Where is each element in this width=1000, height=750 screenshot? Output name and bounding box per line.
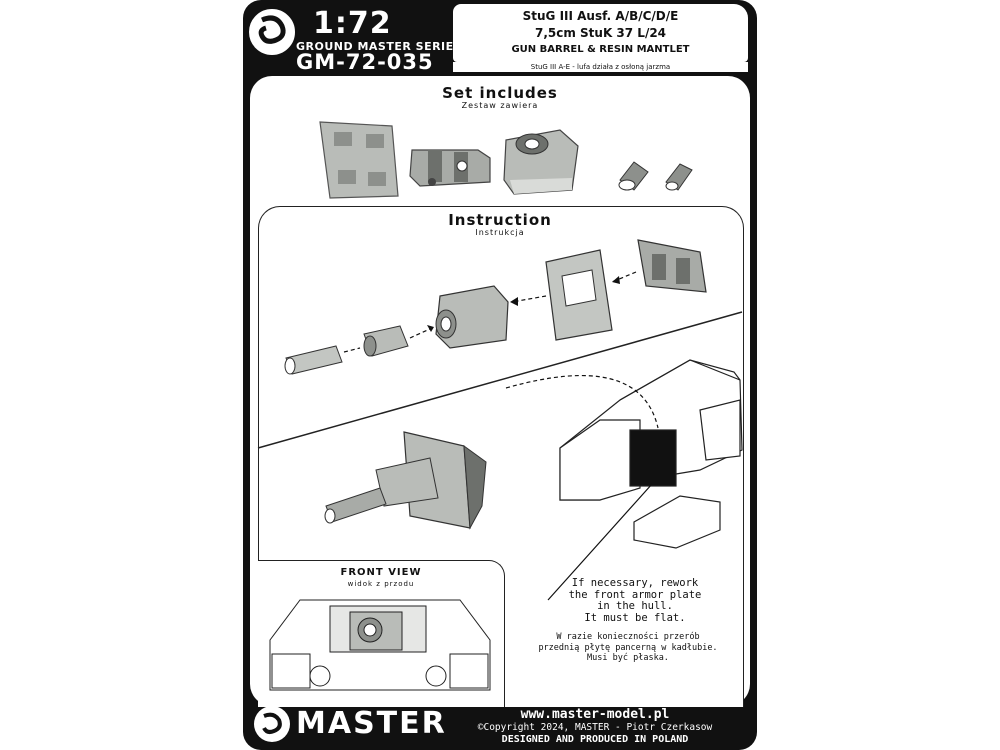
note-en-line: in the hull. bbox=[597, 600, 673, 612]
note-pl-line: przednią płytę pancerną w kadłubie. bbox=[538, 642, 718, 653]
front-view-title: FRONT VIEW bbox=[340, 567, 422, 578]
note-pl-line: W razie konieczności przerób bbox=[556, 632, 700, 642]
note-en-line: the front armor plate bbox=[568, 588, 702, 601]
gun-name: 7,5cm StuK 37 L/24 bbox=[534, 26, 667, 40]
series-label: GROUND MASTER SERIES bbox=[296, 40, 463, 53]
note-pl-line: Musi być płaska. bbox=[587, 653, 669, 663]
set-includes-title: Set includes bbox=[442, 84, 558, 102]
footer-made-in: DESIGNED AND PRODUCED IN POLAND bbox=[501, 734, 689, 745]
product-title-box: StuG III Ausf. A/B/C/D/E 7,5cm StuK 37 L… bbox=[453, 4, 748, 62]
note-en: If necessary, rework the front armor pla… bbox=[520, 577, 750, 624]
polish-description: StuG III A-E - lufa działa z osłoną jarz… bbox=[453, 62, 748, 72]
footer-website: www.master-model.pl bbox=[520, 707, 670, 722]
footer-copyright: ©Copyright 2024, MASTER - Piotr Czerkaso… bbox=[477, 722, 713, 733]
model-name: StuG III Ausf. A/B/C/D/E bbox=[522, 9, 679, 23]
set-includes-subtitle: Zestaw zawiera bbox=[461, 101, 539, 110]
instruction-subtitle: Instrukcja bbox=[475, 228, 525, 237]
instruction-title: Instruction bbox=[448, 211, 552, 229]
note-en-line: If necessary, rework bbox=[571, 577, 699, 589]
content-description: gun barrel & resin mantlet bbox=[511, 44, 690, 55]
front-view-subtitle: widok z przodu bbox=[347, 580, 415, 588]
scale-label: 1:72 bbox=[313, 6, 392, 41]
note-pl: W razie konieczności przerób przednią pł… bbox=[506, 632, 750, 664]
footer-logo-text: MASTER bbox=[296, 706, 447, 741]
product-code: GM-72-035 bbox=[296, 50, 434, 74]
note-en-line: It must be flat. bbox=[584, 611, 686, 624]
